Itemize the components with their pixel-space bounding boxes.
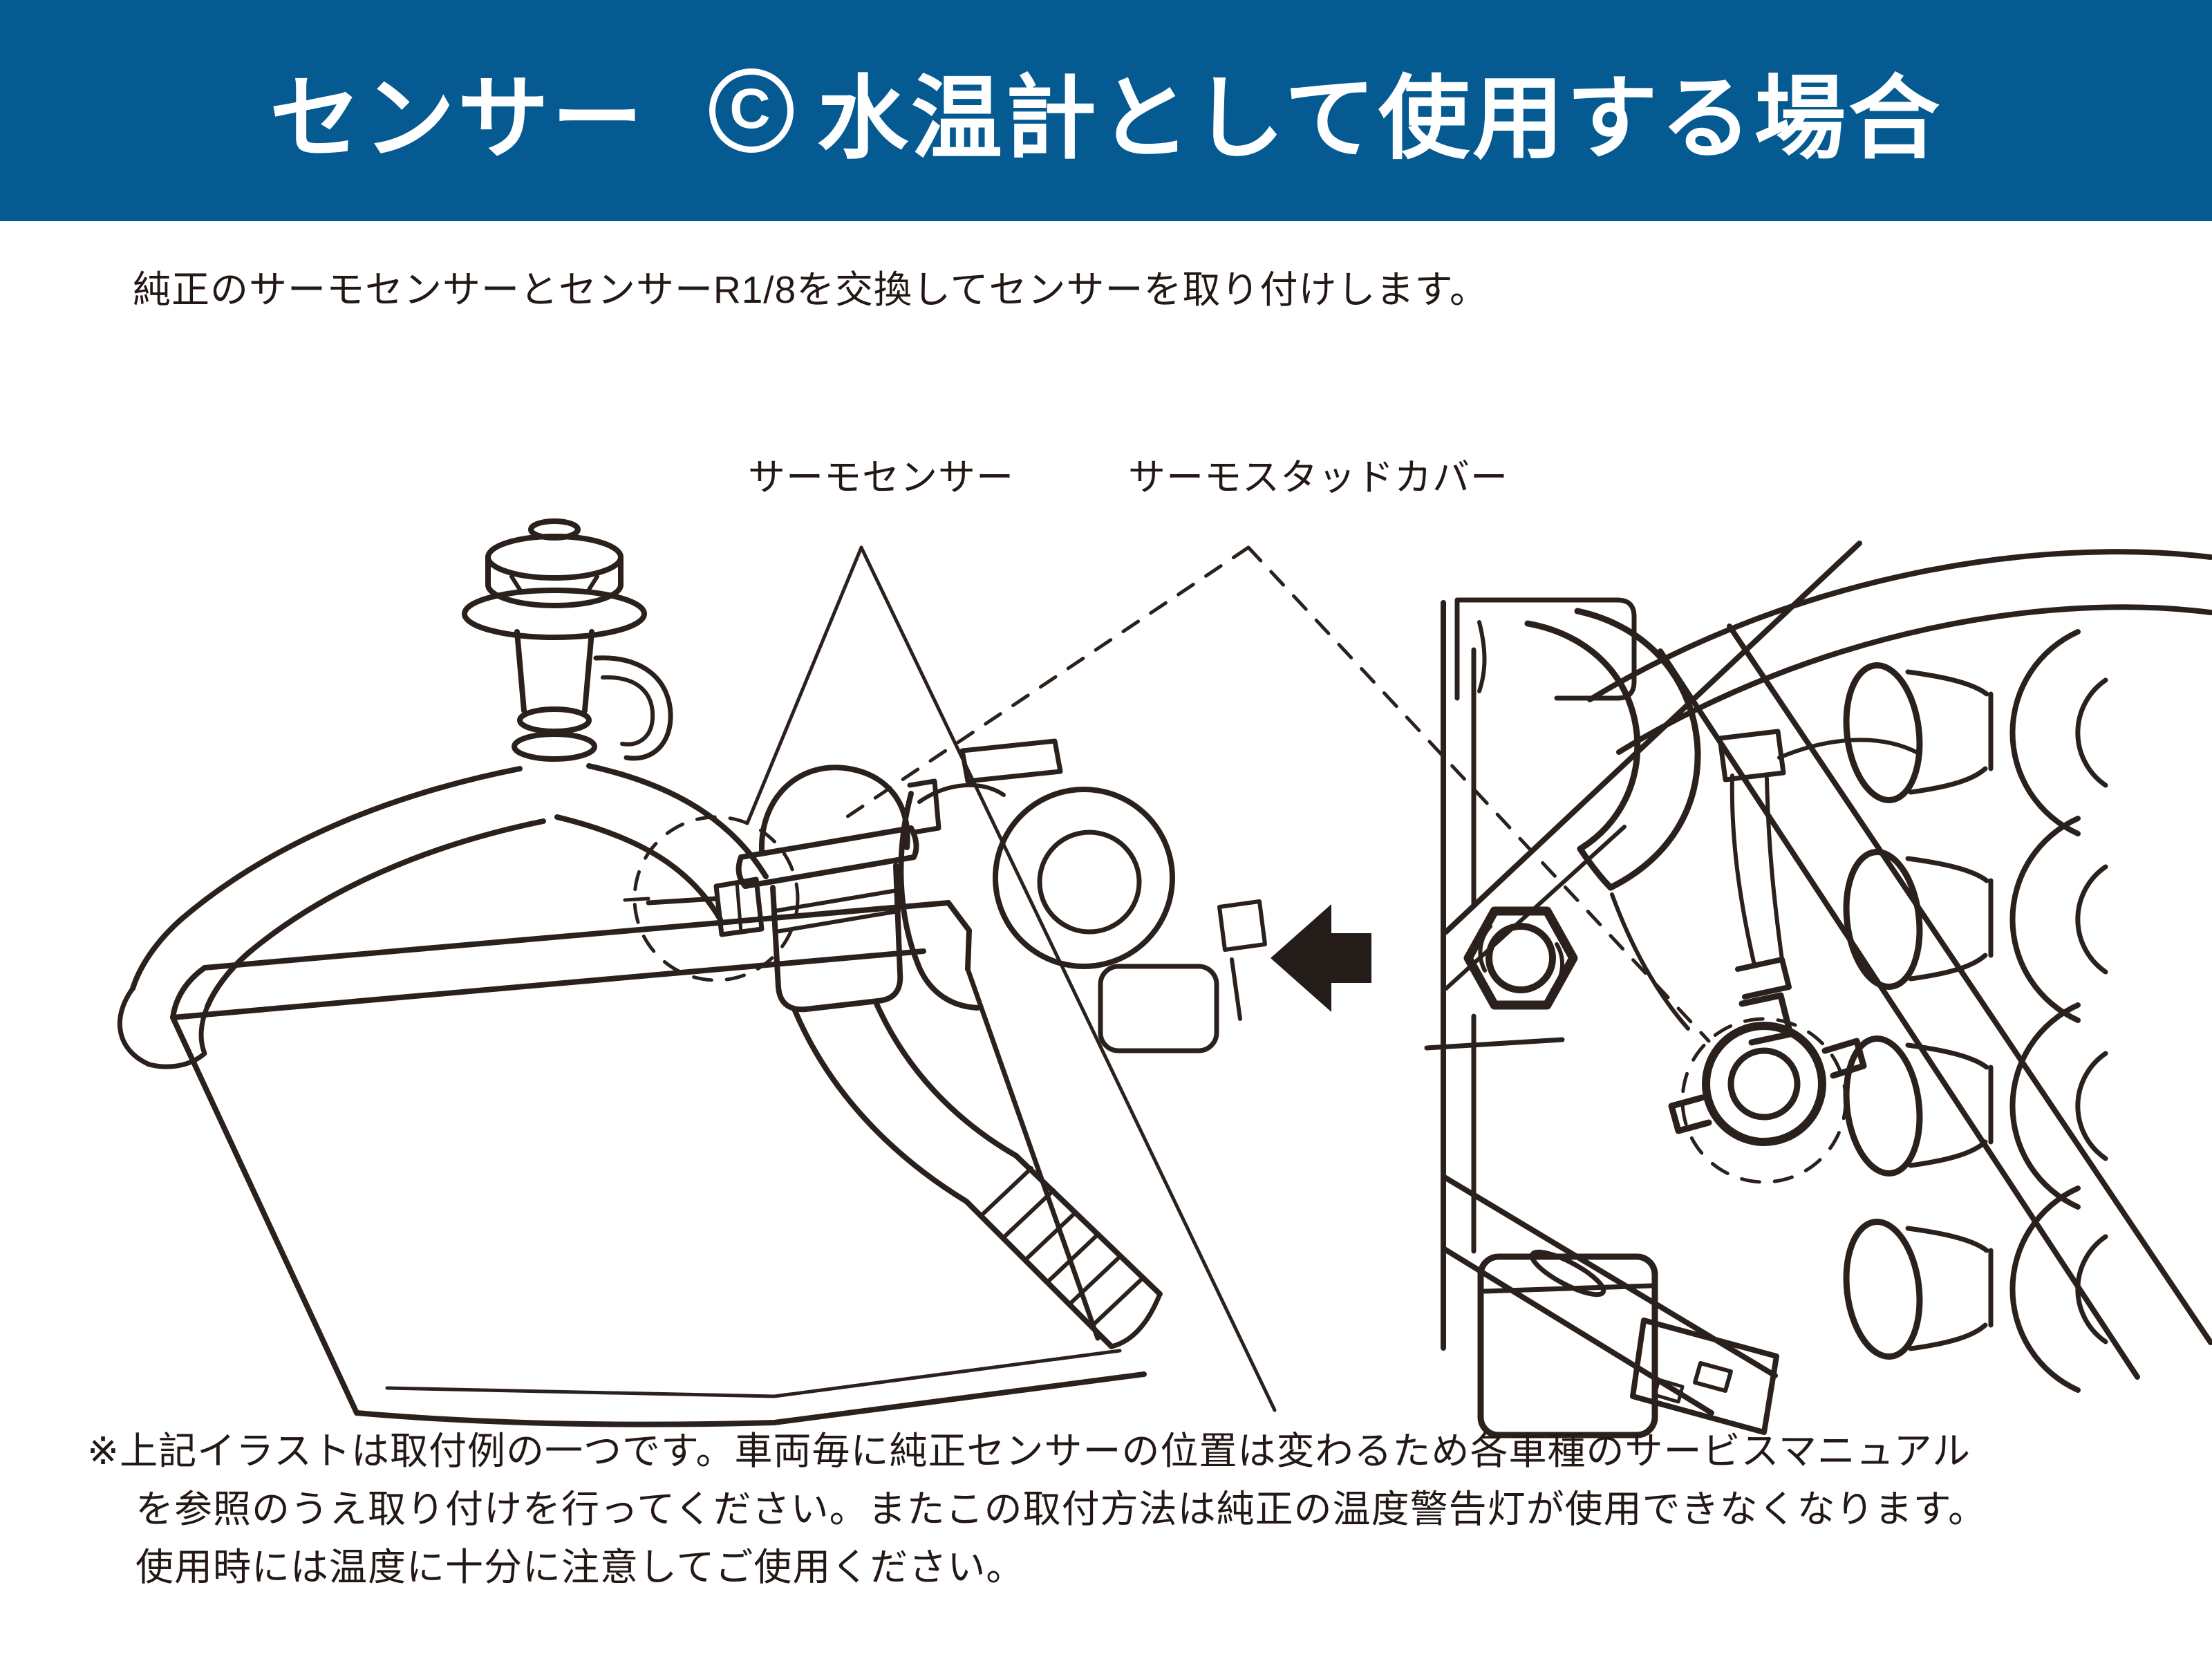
title-text-usage: 水温計として使用する場合 [816, 67, 1943, 169]
thermostat-housing [735, 765, 941, 1013]
intro-text: 純正のサーモセンサーとセンサーR1/8を交換してセンサーを取り付けします。 [133, 268, 1489, 311]
page-title: センサー C 水温計として使用する場合 [270, 45, 1942, 177]
upper-bracket-and-hose [1454, 597, 1701, 1031]
thermo-sensor-leader-line [745, 545, 863, 825]
carburetor [898, 738, 1267, 1053]
circled-c-letter: C [729, 77, 774, 140]
installed-sensor [1668, 729, 1921, 1146]
leader-lines [745, 545, 1711, 1412]
right-illustration-engine-assembly [1424, 541, 2212, 1438]
radiator-cap [462, 518, 647, 640]
hex-nut [1463, 906, 1578, 1010]
header-banner: センサー C 水温計として使用する場合 [0, 0, 2212, 221]
circled-c-icon: C [709, 68, 794, 153]
carb-intake-stacks [1843, 629, 2108, 1393]
title-text-sensor: センサー [269, 67, 646, 169]
reservoir-tank [1477, 1253, 1779, 1438]
radiator-hoses [117, 763, 769, 1069]
radiator-filler-neck [512, 629, 673, 762]
thermo-stud-cover-leader-line [834, 545, 1250, 826]
left-arrow-icon [1271, 904, 1371, 1012]
lower-hose [792, 1001, 1163, 1349]
thermo-sensor-part [623, 877, 765, 937]
radiator-body [170, 900, 1147, 1427]
thermo-sensor-callout-circle [632, 815, 800, 982]
label-thermo-sensor: サーモセンサー [748, 457, 1014, 498]
thermo-sensor-leader-line-2 [859, 545, 1277, 1412]
thermo-stud-cover-leader-line-2 [1246, 545, 1711, 1043]
label-thermo-stud-cover: サーモスタッドカバー [1128, 457, 1508, 498]
left-illustration-radiator-assembly [117, 518, 1267, 1427]
